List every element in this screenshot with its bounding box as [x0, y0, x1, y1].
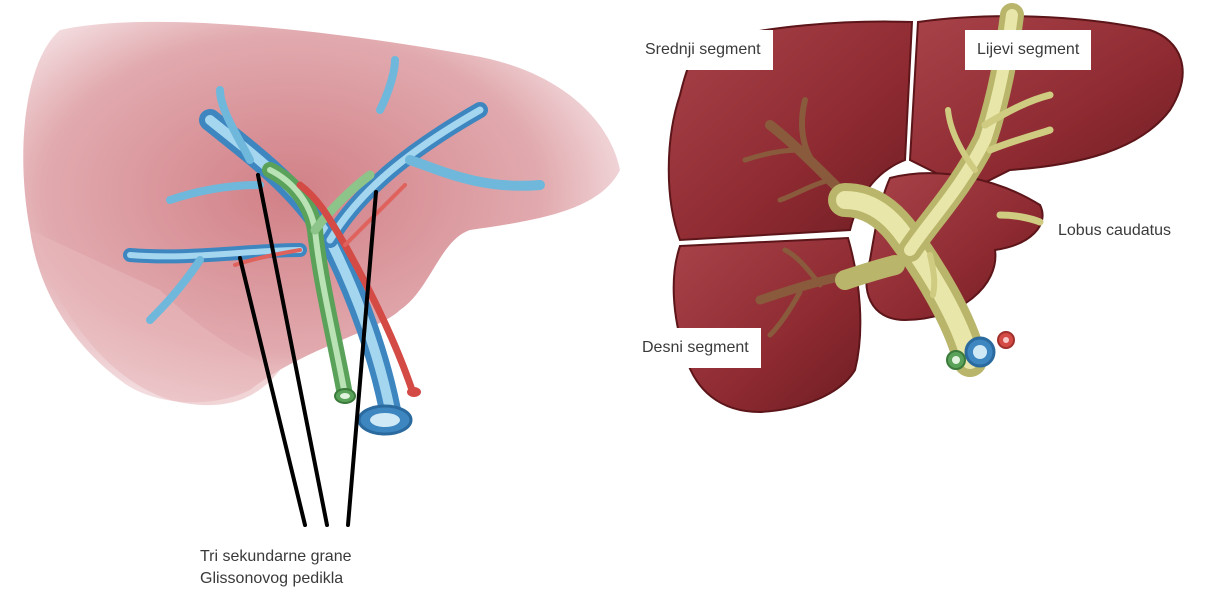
- label-middle-segment: Srednji segment: [633, 30, 773, 70]
- caption-line-1: Tri sekundarne grane: [200, 546, 400, 568]
- label-left-segment: Lijevi segment: [965, 30, 1091, 70]
- artery-opening: [407, 387, 421, 397]
- caption-line-2: Glissonovog pedikla: [200, 568, 400, 590]
- left-figure-caption: Tri sekundarne grane Glissonovog pedikla: [200, 546, 400, 590]
- right-segment-shape: [674, 238, 861, 412]
- label-right-segment: Desni segment: [630, 328, 761, 368]
- label-caudate-lobe: Lobus caudatus: [1058, 221, 1171, 241]
- left-liver-figure: [23, 22, 620, 525]
